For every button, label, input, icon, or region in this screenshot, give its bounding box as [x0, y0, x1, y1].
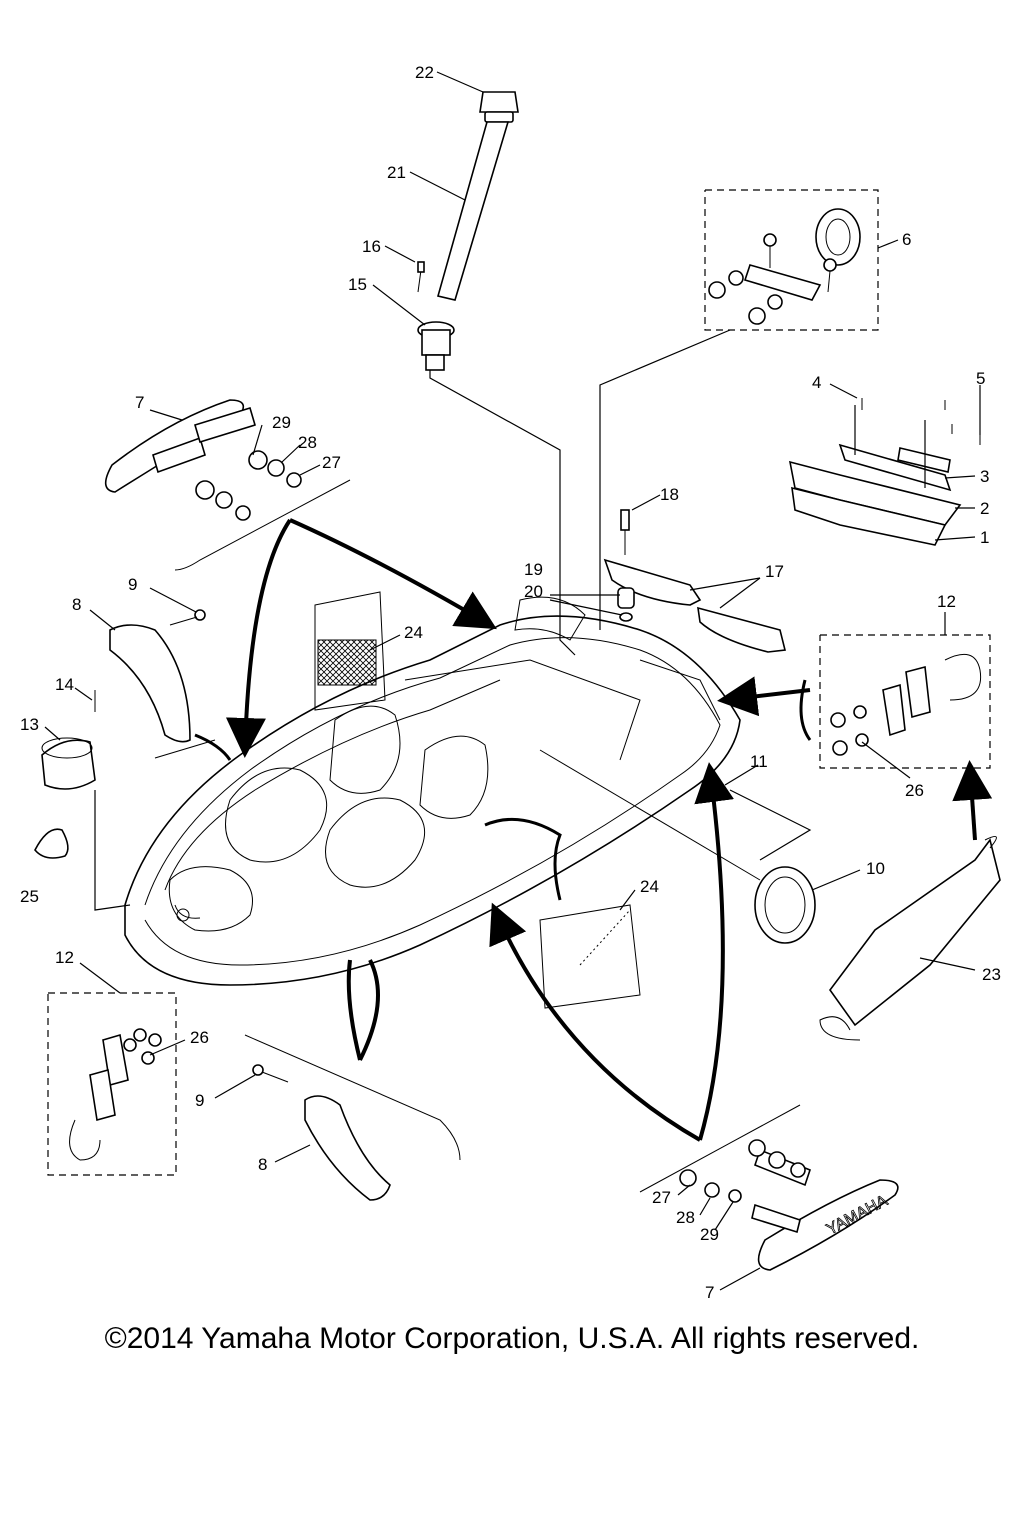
callout-25: 25: [20, 887, 39, 906]
emblem-7-bottom: YAMAHA: [639, 1104, 899, 1271]
callout-7-top: 7: [135, 393, 144, 412]
callout-24-bottom: 24: [640, 877, 659, 896]
emblem-7-top: [104, 399, 351, 571]
callout-5: 5: [976, 369, 985, 388]
callout-29-bottom: 29: [700, 1225, 719, 1244]
mesh-pocket-24: [314, 591, 641, 1009]
bracket-assembly-12-right: [819, 634, 991, 769]
callout-27-bottom: 27: [652, 1188, 671, 1207]
callout-23: 23: [982, 965, 1001, 984]
callout-19: 19: [524, 560, 543, 579]
callout-28-bottom: 28: [676, 1208, 695, 1227]
callout-9-bottom: 9: [195, 1091, 204, 1110]
callout-2: 2: [980, 499, 989, 518]
handle-8-bottom: [244, 1034, 461, 1201]
boat-hull: [124, 596, 761, 986]
plate-assembly-17: [603, 509, 786, 653]
callout-8-bottom: 8: [258, 1155, 267, 1174]
callout-17: 17: [765, 562, 784, 581]
strap-23: [819, 835, 1001, 1041]
handle-8-left: [109, 609, 216, 759]
callout-4: 4: [812, 373, 821, 392]
arrows: [194, 518, 993, 1142]
callout-labels: 22 21 16 15 6 4 5 3 2 1 18 17 19 20 7 29…: [20, 63, 1001, 1302]
leader-lines: [44, 71, 981, 1291]
callout-3: 3: [980, 467, 989, 486]
callout-10: 10: [866, 859, 885, 878]
callout-11: 11: [750, 752, 768, 771]
callout-24-top: 24: [404, 623, 423, 642]
callout-14: 14: [55, 675, 74, 694]
rail-assembly: [788, 398, 981, 546]
ring-10: [754, 866, 816, 944]
pole-assembly: [417, 91, 576, 656]
callout-21: 21: [387, 163, 406, 182]
callout-18: 18: [660, 485, 679, 504]
callout-12-left: 12: [55, 948, 74, 967]
callout-26-left: 26: [190, 1028, 209, 1047]
callout-1: 1: [980, 528, 989, 547]
cleat-assembly-6: [599, 189, 879, 630]
callout-12-right: 12: [937, 592, 956, 611]
callout-8-left: 8: [72, 595, 81, 614]
callout-7-bottom: 7: [705, 1283, 714, 1302]
bracket-assembly-12-left: [47, 992, 177, 1176]
callout-13: 13: [20, 715, 39, 734]
callout-26-right: 26: [905, 781, 924, 800]
callout-28-top: 28: [298, 433, 317, 452]
callout-15: 15: [348, 275, 367, 294]
callout-29-top: 29: [272, 413, 291, 432]
callout-27-top: 27: [322, 453, 341, 472]
cap-13: [34, 690, 131, 911]
callout-20: 20: [524, 582, 543, 601]
callout-6: 6: [902, 230, 911, 249]
callout-9-left: 9: [128, 575, 137, 594]
callout-16: 16: [362, 237, 381, 256]
callout-22: 22: [415, 63, 434, 82]
copyright-notice: ©2014 Yamaha Motor Corporation, U.S.A. A…: [104, 1322, 920, 1355]
